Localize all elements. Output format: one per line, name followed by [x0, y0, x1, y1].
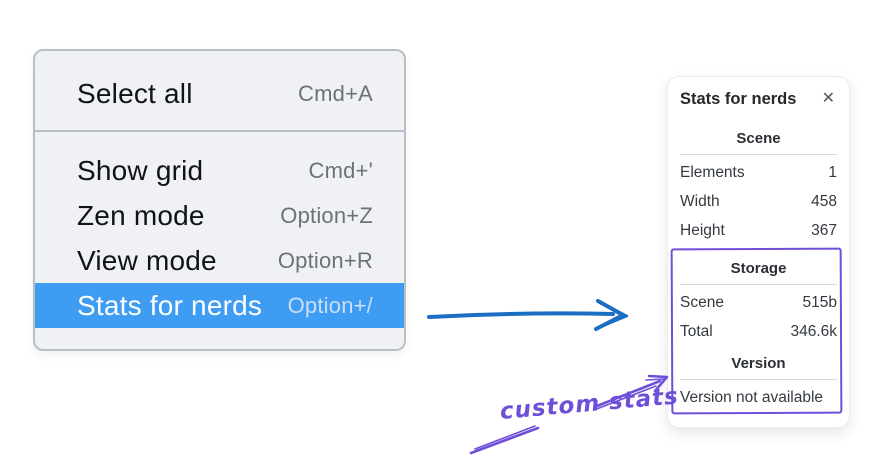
stat-row-width: Width 458 — [680, 187, 837, 216]
menu-item-zen-mode[interactable]: Zen mode Option+Z — [35, 193, 404, 238]
menu-item-label: Stats for nerds — [77, 289, 263, 321]
blue-arrow-head — [594, 299, 625, 331]
divider — [680, 379, 837, 380]
menu-section-top: Select all Cmd+A — [35, 51, 404, 130]
version-note: Version not available — [680, 388, 824, 406]
blue-arrow-head-overdraw — [601, 303, 629, 328]
menu-item-label: Show grid — [77, 154, 204, 186]
stat-value: 458 — [811, 192, 837, 210]
divider — [680, 154, 837, 155]
purple-arrow-head-overdraw — [645, 378, 665, 381]
stat-label: Height — [680, 221, 725, 239]
stats-panel-title: Stats for nerds — [680, 89, 797, 108]
stat-row-height: Height 367 — [680, 216, 837, 245]
stat-label: Total — [680, 322, 713, 340]
menu-item-view-mode[interactable]: View mode Option+R — [35, 238, 404, 283]
scene-rows: Elements 1 Width 458 Height 367 — [680, 158, 837, 245]
stat-value: 515b — [802, 293, 837, 311]
purple-arrow-tail-overdraw — [474, 425, 536, 450]
menu-item-shortcut: Option+R — [277, 247, 373, 273]
menu-item-label: View mode — [77, 244, 217, 276]
menu-section-bottom: Show grid Cmd+' Zen mode Option+Z View m… — [35, 132, 404, 346]
stat-value: 346.6k — [790, 322, 837, 340]
menu-item-shortcut: Cmd+' — [308, 157, 373, 183]
purple-arrow-tail — [469, 426, 540, 455]
menu-item-select-all[interactable]: Select all Cmd+A — [35, 71, 404, 116]
stats-panel: Stats for nerds ✕ Scene Elements 1 Width… — [667, 76, 850, 428]
menu-separator — [35, 130, 404, 132]
stat-row-total-storage: Total 346.6k — [680, 317, 837, 346]
divider — [680, 284, 837, 285]
context-menu: Select all Cmd+A Show grid Cmd+' Zen mod… — [33, 49, 406, 351]
blue-arrow-line — [427, 311, 615, 319]
menu-item-shortcut: Cmd+A — [298, 80, 373, 106]
annotation-label: custom stats — [498, 383, 680, 425]
blue-arrow — [427, 299, 629, 331]
menu-item-label: Zen mode — [77, 199, 205, 231]
stat-label: Elements — [680, 163, 745, 181]
storage-rows: Scene 515b Total 346.6k — [680, 288, 837, 346]
menu-item-shortcut: Option+/ — [287, 292, 373, 318]
menu-item-label: Select all — [77, 77, 193, 109]
stat-row-elements: Elements 1 — [680, 158, 837, 187]
stat-label: Width — [680, 192, 720, 210]
close-icon[interactable]: ✕ — [821, 90, 835, 107]
menu-item-show-grid[interactable]: Show grid Cmd+' — [35, 148, 404, 193]
stat-label: Scene — [680, 293, 724, 311]
stat-row-scene-storage: Scene 515b — [680, 288, 837, 317]
section-heading-scene: Scene — [736, 130, 781, 147]
stat-value: 1 — [828, 163, 837, 181]
menu-item-stats-for-nerds[interactable]: Stats for nerds Option+/ — [35, 283, 404, 328]
stat-value: 367 — [811, 221, 837, 239]
menu-item-shortcut: Option+Z — [280, 202, 373, 228]
section-heading-storage: Storage — [730, 260, 787, 277]
stats-panel-header: Stats for nerds ✕ — [680, 87, 837, 111]
section-heading-version: Version — [731, 355, 786, 372]
